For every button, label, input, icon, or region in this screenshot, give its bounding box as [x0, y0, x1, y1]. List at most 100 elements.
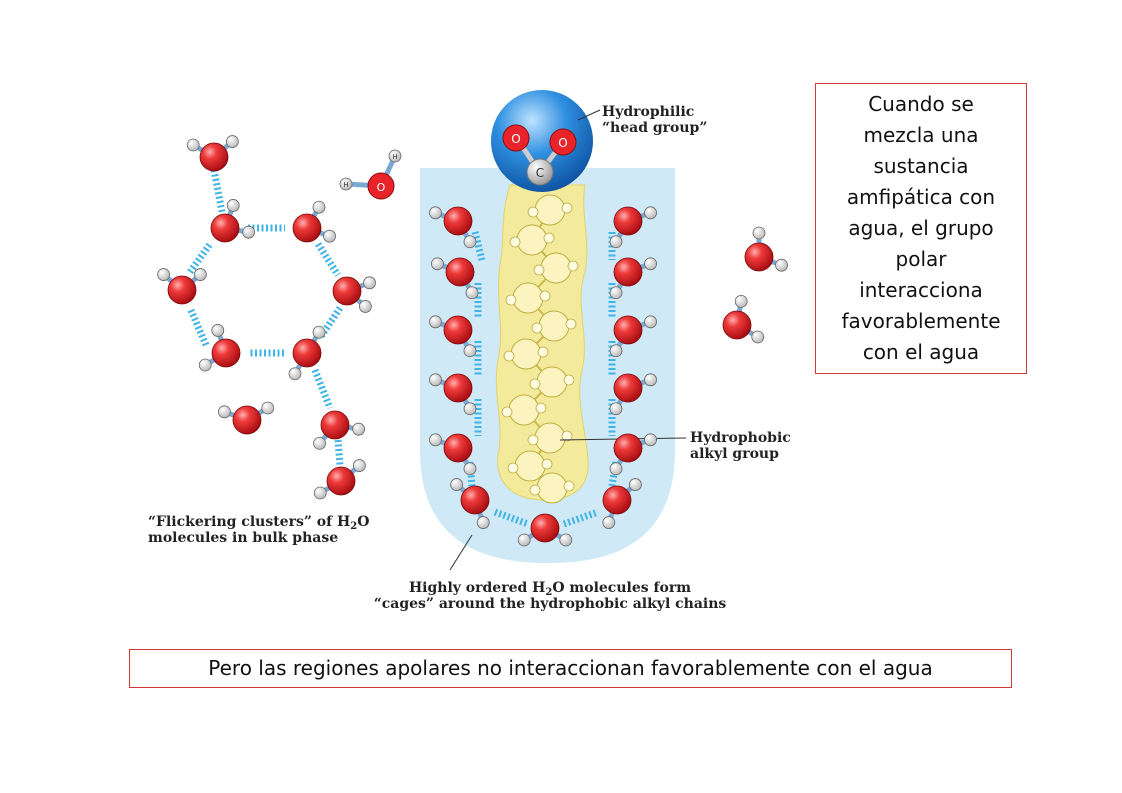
chain-hydrogen-atom: [565, 318, 577, 330]
hydrogen-atom: [751, 330, 765, 344]
chain-carbon-atom: [510, 338, 542, 370]
callout-line: polar: [895, 247, 947, 271]
oxygen-atom: [722, 310, 752, 340]
oxygen-atom: [613, 433, 643, 463]
water-molecule: [609, 206, 657, 249]
oxygen-atom: [292, 213, 322, 243]
hydrophilic-label-line2: “head group”: [602, 120, 708, 136]
oxygen-atom: [332, 276, 362, 306]
oxygen-atom: [530, 513, 560, 543]
hydrogen-bond: [471, 231, 486, 261]
hydrogen-atom: [225, 135, 239, 148]
hydrogen-atom: [628, 478, 642, 491]
hydrogen-atom: [288, 367, 302, 381]
water-molecule: [313, 459, 366, 500]
hydrophobic-label-line2: alkyl group: [690, 446, 779, 462]
oxygen-atom: [292, 338, 322, 368]
oxygen-atom: [443, 373, 473, 403]
alkyl-chain-carbons: [501, 194, 579, 504]
hydrogen-atom: [644, 257, 657, 271]
water-molecule: [429, 373, 477, 416]
hydrophilic-head-label: Hydrophilic “head group”: [602, 104, 707, 136]
water-molecule: [609, 315, 657, 358]
hydrogen-atom: [609, 235, 623, 249]
oxygen-atom: [320, 410, 350, 440]
hydrogen-atom: [218, 405, 231, 419]
head-oxygen-right-label: O: [558, 136, 567, 150]
water-molecule: [186, 135, 239, 172]
chain-hydrogen-atom: [529, 378, 541, 390]
hydrogen-atom: [450, 478, 464, 491]
callout-line: Cuando se: [868, 92, 974, 116]
hydrogen-bond: [562, 508, 600, 528]
hydrogen-atom: [734, 294, 748, 308]
cage-leader-line: [449, 534, 473, 571]
water-molecule: [157, 268, 207, 305]
water-molecule: [517, 513, 573, 547]
hydrogen-atom: [313, 486, 327, 500]
chain-carbon-atom: [512, 282, 544, 314]
hydrogen-atom: [352, 422, 366, 436]
oxygen-atom: [210, 213, 240, 243]
callout-line: agua, el grupo: [848, 216, 994, 240]
hydrogen-bond: [317, 306, 343, 340]
apolar-callout-text: Pero las regiones apolares no interaccio…: [208, 656, 933, 680]
hydrogen-bond: [493, 508, 530, 528]
hydrogen-atom: [352, 459, 366, 472]
chain-carbon-atom: [540, 252, 572, 284]
callout-line: con el agua: [862, 340, 980, 364]
head-oxygen-right: [549, 128, 577, 156]
hydrogen-atom: [644, 315, 657, 329]
hydrogen-atom: [198, 358, 212, 372]
hydrogen-atom: [313, 436, 326, 450]
callout-line: interacciona: [859, 278, 983, 302]
apolar-regions-callout: Pero las regiones apolares no interaccio…: [129, 649, 1012, 688]
flickering-label-line1: “Flickering clusters” of H2O: [148, 514, 370, 532]
hydrogen-atom: [463, 402, 477, 416]
hydrogen-atom: [644, 433, 657, 447]
chain-carbon-atom: [538, 310, 570, 342]
labeled-water-molecule: O H H: [339, 149, 402, 200]
oxygen-atom: [232, 405, 262, 435]
head-carbon: [526, 158, 554, 186]
head-oxygen-left-label: O: [511, 132, 520, 146]
chain-hydrogen-atom: [537, 346, 549, 358]
hydrogen-atom: [463, 462, 477, 476]
chain-carbon-atom: [536, 366, 568, 398]
oxygen-atom: [613, 373, 643, 403]
hydrogen-atom: [644, 373, 657, 387]
hydrogen-bond: [311, 368, 334, 410]
oxygen-atom: [602, 485, 632, 515]
chain-hydrogen-atom: [561, 430, 573, 442]
head-group-sphere: [491, 90, 593, 192]
chain-hydrogen-atom: [561, 202, 573, 214]
chain-hydrogen-atom: [567, 260, 579, 272]
oxygen-atom: [445, 257, 475, 287]
cages-label-line1: Highly ordered H2O molecules form: [408, 580, 692, 598]
chain-hydrogen-atom: [563, 480, 575, 492]
oxygen-atom: [211, 338, 241, 368]
chain-carbon-atom: [508, 394, 540, 426]
water-molecule: [288, 325, 326, 381]
flickering-clusters-label: “Flickering clusters” of H2O molecules i…: [148, 514, 369, 546]
hydrogen-atom: [323, 229, 336, 243]
hydrogen-atom: [242, 225, 256, 239]
hydrogen-bond: [334, 439, 344, 466]
callout-line: sustancia: [873, 154, 969, 178]
hydrogen-atom: [193, 268, 207, 281]
hydrophobic-label-line1: Hydrophobic: [690, 430, 791, 446]
oxygen-atom: [460, 485, 490, 515]
head-leader-line: [577, 109, 601, 121]
callout-line: mezcla una: [863, 123, 979, 147]
water-molecule: [332, 276, 376, 313]
oxygen-atom: [613, 206, 643, 236]
hydrogen-atom: [429, 315, 442, 329]
hydrogen-atom: [429, 206, 442, 220]
hydrogen-bond: [210, 169, 226, 213]
chain-hydrogen-atom: [533, 264, 545, 276]
chain-hydrogen-atom: [531, 322, 543, 334]
flickering-label-line2: molecules in bulk phase: [148, 530, 339, 546]
hydrogen-atom: [363, 276, 376, 290]
water-molecules: [157, 135, 788, 547]
